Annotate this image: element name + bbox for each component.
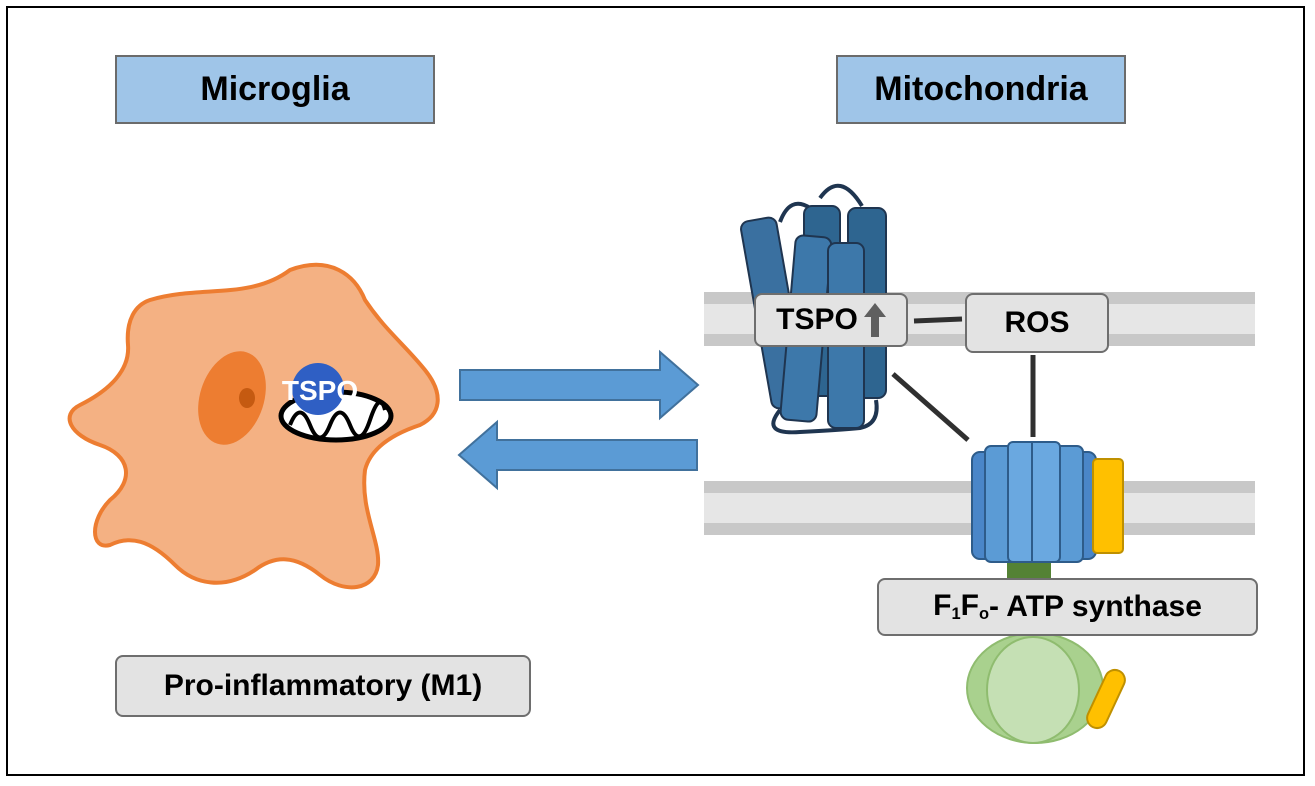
- tspo-ros-link: [913, 316, 963, 324]
- up-arrow-icon: [863, 303, 886, 337]
- tspo-cell-label: TSPO: [282, 375, 358, 406]
- cell-nucleolus: [239, 388, 255, 408]
- ros-label: ROS: [965, 293, 1109, 353]
- cell-state-label: Pro-inflammatory (M1): [115, 655, 531, 717]
- tspo-marker-icon: [292, 363, 344, 415]
- figure-frame: [6, 6, 1305, 776]
- tspo-upregulated-label: TSPO: [754, 293, 908, 347]
- mitochondria-header: Mitochondria: [836, 55, 1126, 124]
- cell-nucleus: [198, 351, 266, 445]
- arrow-right-icon: [459, 349, 700, 421]
- microglia-cell: [67, 262, 440, 590]
- arrow-left-icon: [457, 419, 698, 491]
- atp-name: - ATP synthase: [989, 590, 1202, 623]
- microglia-header: Microglia: [115, 55, 435, 124]
- tspo-label-text: TSPO: [776, 303, 858, 336]
- atp-f1: F1: [933, 589, 961, 624]
- atp-fo: Fo: [960, 589, 990, 624]
- tspo-atp-link: [891, 372, 970, 442]
